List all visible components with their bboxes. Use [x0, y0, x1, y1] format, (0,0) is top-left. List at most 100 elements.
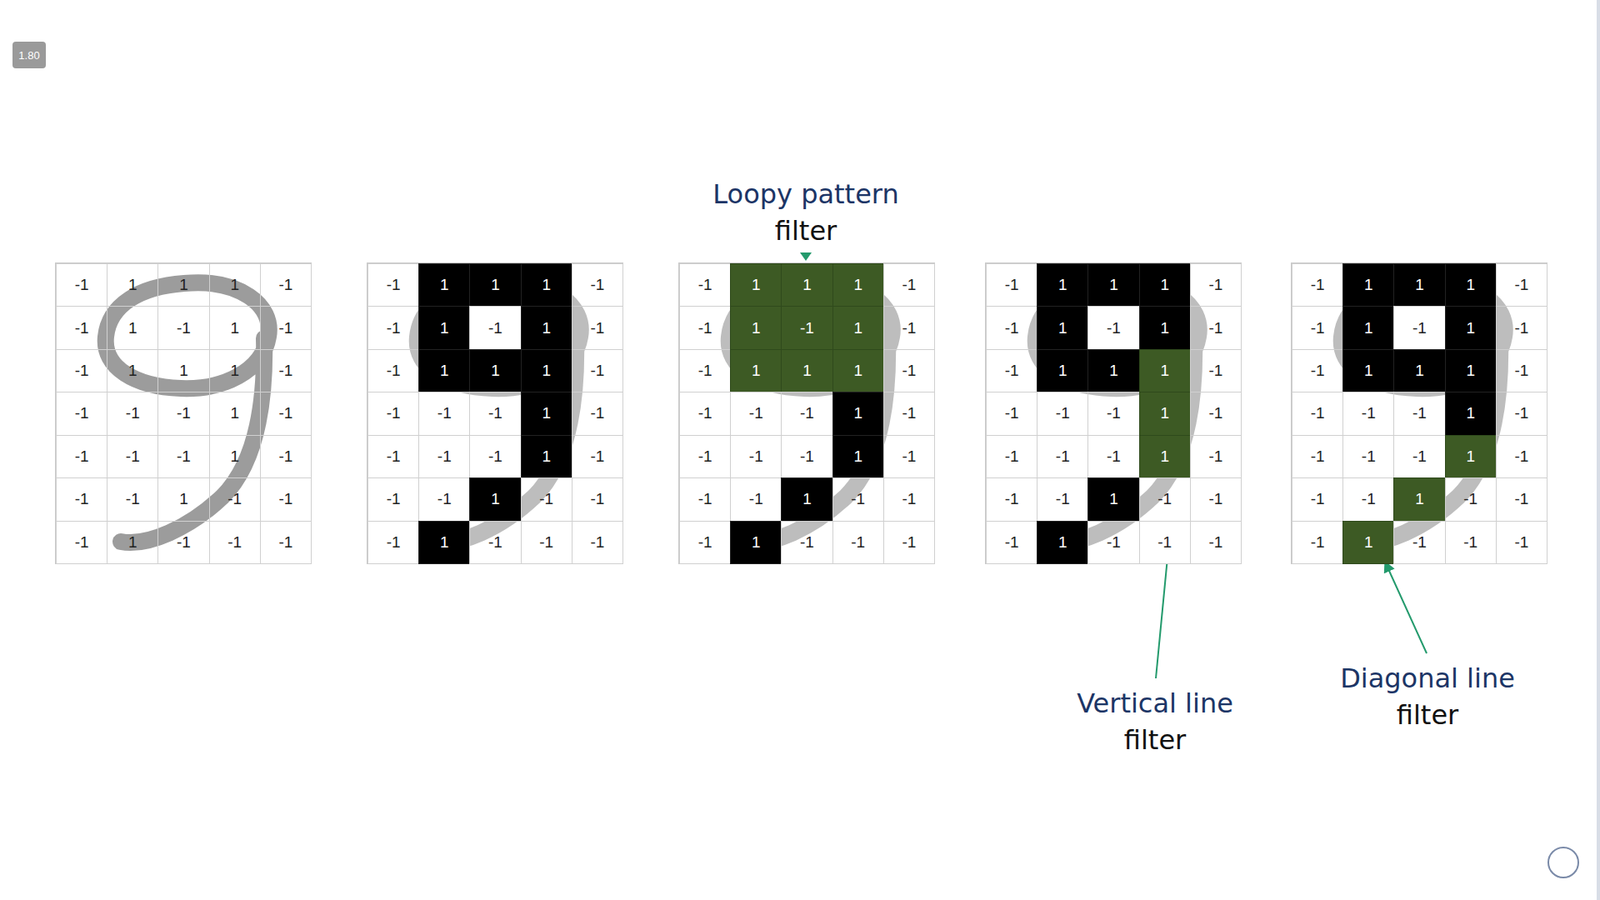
grid-cell: -1 [1190, 435, 1242, 479]
grid-cell: -1 [260, 435, 312, 479]
grid-cell: 1 [730, 349, 782, 393]
cell-value: 1 [1058, 275, 1068, 295]
grid-cell: -1 [469, 435, 521, 479]
cell-value: -1 [386, 361, 401, 380]
grid-cell: -1 [883, 435, 935, 479]
cell-value: -1 [386, 319, 401, 338]
cell-value: -1 [437, 447, 452, 466]
cell-value: -1 [1361, 447, 1376, 466]
cell-value: -1 [1463, 490, 1478, 509]
cell-value: -1 [1005, 533, 1020, 552]
cell-value: -1 [1361, 404, 1376, 423]
grid-cell: -1 [780, 391, 833, 435]
grid-cell: -1 [571, 391, 624, 435]
grid-cell: -1 [1139, 477, 1191, 521]
grid-cell: 1 [832, 391, 885, 435]
grid-cell: 1 [1139, 435, 1191, 479]
cell-value: 1 [490, 275, 500, 295]
cell-value: -1 [590, 361, 605, 380]
grid-cell: 1 [1087, 349, 1140, 393]
cell-value: -1 [1310, 319, 1325, 338]
grid-cell: -1 [55, 263, 108, 307]
cell-value: -1 [227, 490, 242, 509]
cell-value: 1 [490, 361, 500, 380]
cell-value: 1 [751, 319, 761, 338]
cell-value: -1 [278, 533, 293, 552]
grid-cell: -1 [1190, 263, 1242, 307]
grid-cell: 1 [1393, 349, 1445, 393]
cell-value: -1 [590, 404, 605, 423]
pixel-grid: -1111-1-11-11-1-1111-1-1-1-11-1-1-1-11-1… [55, 262, 312, 565]
cell-value: -1 [1157, 533, 1172, 552]
cell-value: -1 [1106, 447, 1121, 466]
grid-cell: -1 [209, 520, 261, 565]
cell-value: -1 [386, 490, 401, 509]
cell-value: -1 [278, 447, 293, 466]
grid-cell: 1 [1393, 477, 1445, 521]
cell-value: -1 [1514, 404, 1529, 423]
grid-cell: -1 [679, 477, 731, 521]
grid-cell: -1 [1087, 305, 1140, 350]
grid-cell: 1 [1087, 477, 1140, 521]
cell-value: -1 [75, 275, 90, 295]
grid-cell: -1 [55, 305, 108, 350]
grid-cell: 1 [209, 349, 261, 393]
cell-value: 1 [179, 275, 189, 295]
grid-cell: -1 [1291, 305, 1344, 350]
grid-cell: -1 [1190, 349, 1242, 393]
grid-cell: 1 [209, 263, 261, 307]
grid-cell: -1 [679, 391, 731, 435]
cell-value: 1 [1364, 533, 1374, 552]
grid-cell: 1 [1445, 263, 1497, 307]
cell-value: 1 [230, 319, 240, 338]
cell-value: 1 [1160, 447, 1170, 466]
grid-cell: 1 [469, 349, 521, 393]
grid-cell: -1 [1342, 391, 1395, 435]
cell-value: 1 [1465, 319, 1475, 338]
cell-value: -1 [1514, 275, 1529, 295]
grid-cell: -1 [1495, 477, 1548, 521]
cell-value: -1 [850, 490, 865, 509]
grid-cell: -1 [469, 391, 521, 435]
grid-cell: -1 [55, 391, 108, 435]
grid-cell: 1 [106, 305, 159, 350]
grid-cell: 1 [1036, 305, 1089, 350]
cell-value: -1 [901, 275, 916, 295]
grid-cell: 1 [418, 349, 470, 393]
cell-value: 1 [1364, 319, 1374, 338]
cell-value: 1 [853, 447, 863, 466]
grid-cell: 1 [1036, 349, 1089, 393]
cell-value: -1 [1106, 533, 1121, 552]
cell-value: -1 [698, 361, 713, 380]
cell-value: 1 [1160, 275, 1170, 295]
grid-cell: 1 [780, 477, 833, 521]
cell-value: -1 [698, 447, 713, 466]
cell-value: 1 [128, 361, 138, 380]
cell-value: -1 [278, 490, 293, 509]
cell-value: 1 [179, 490, 189, 509]
grid-cell: -1 [679, 263, 731, 307]
grid-cell: 1 [1445, 391, 1497, 435]
grid-cell: -1 [730, 391, 782, 435]
cell-value: -1 [75, 404, 90, 423]
cell-value: -1 [75, 490, 90, 509]
cell-value: -1 [1412, 319, 1427, 338]
grid-cell: 1 [1342, 263, 1395, 307]
grid-cell: -1 [571, 435, 624, 479]
grid-cell: -1 [832, 520, 885, 565]
cell-value: -1 [590, 490, 605, 509]
cell-value: -1 [590, 275, 605, 295]
grid-cell: -1 [55, 349, 108, 393]
cell-value: 1 [128, 275, 138, 295]
grid-cell: -1 [55, 520, 108, 565]
grid-cell: 1 [730, 520, 782, 565]
cell-value: -1 [1208, 447, 1223, 466]
grid-cell: 1 [520, 263, 573, 307]
grid-cell: 1 [1342, 349, 1395, 393]
cell-value: -1 [488, 447, 503, 466]
cell-value: 1 [128, 533, 138, 552]
cell-value: -1 [1005, 319, 1020, 338]
cell-value: -1 [800, 447, 815, 466]
cell-value: 1 [1465, 404, 1475, 423]
grid-cell: -1 [679, 305, 731, 350]
